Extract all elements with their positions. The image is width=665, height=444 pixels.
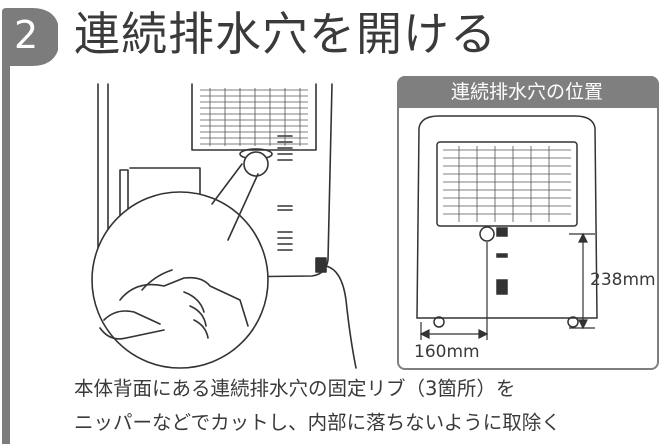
step-number-badge	[2, 8, 58, 66]
width-dimension-label: 160mm	[414, 342, 480, 362]
page-title: 連続排水穴を開ける	[74, 7, 497, 61]
dehumidifier-back-illustration	[91, 83, 357, 369]
location-panel-header: 連続排水穴の位置	[397, 76, 657, 108]
unit-rear-diagram	[416, 115, 598, 340]
height-dimension-label: 238mm	[590, 270, 656, 290]
instruction-line-2: ニッパーなどでカットし、内部に落ちないように取除く	[74, 411, 561, 434]
step-side-bar	[2, 50, 10, 444]
instruction-text: 本体背面にある連続排水穴の固定リブ（3箇所）を ニッパーなどでカットし、内部に落…	[74, 372, 664, 440]
step-number: 2	[14, 13, 39, 57]
instruction-line-1: 本体背面にある連続排水穴の固定リブ（3箇所）を	[74, 377, 516, 400]
